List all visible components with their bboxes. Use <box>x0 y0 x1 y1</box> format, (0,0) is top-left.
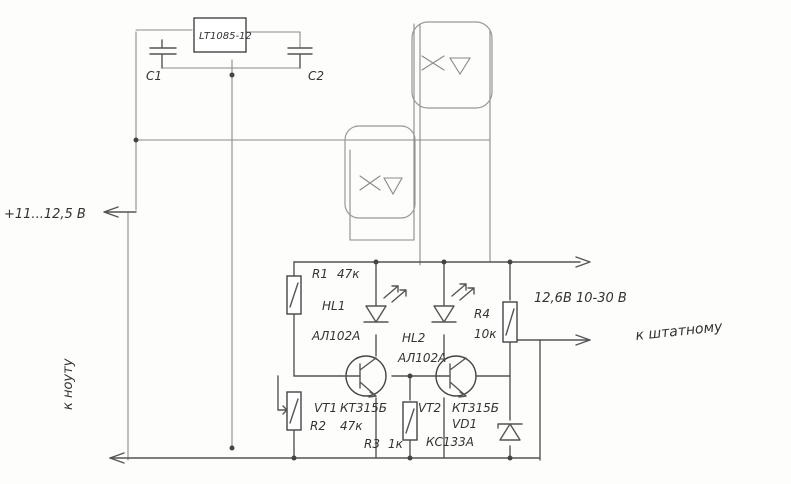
r4-ref: R4 <box>474 307 490 321</box>
vt1-ref: VT1 <box>314 401 337 415</box>
zener-vd1: VD1 КС133А <box>426 417 523 449</box>
r4-value: 10к <box>474 327 497 341</box>
vt1-part: КТ315Б <box>340 401 387 415</box>
resistor-r3: R3 1к <box>364 401 418 451</box>
laptop-label: к ноуту <box>61 358 76 410</box>
r3-ref: R3 <box>364 437 380 451</box>
vd1-ref: VD1 <box>452 417 477 431</box>
vt2-part: КТ315Б <box>452 401 499 415</box>
resistor-r1: R1 47к <box>286 267 360 315</box>
hl2-part: АЛ102А <box>397 351 446 365</box>
junction-dots <box>133 72 513 461</box>
r2-value: 47к <box>340 419 363 433</box>
switch-upper <box>411 21 493 109</box>
capacitor-c2: C2 <box>287 47 324 83</box>
led-hl1: HL1 АЛ102А <box>311 285 407 343</box>
r1-value: 47к <box>337 267 360 281</box>
switch-lower <box>344 125 416 219</box>
hl2-ref: HL2 <box>402 331 425 345</box>
resistor-r4: R4 10к <box>474 301 518 343</box>
input-label: +11...12,5 В <box>4 207 86 222</box>
transistor-vt2: VT2 КТ315Б <box>418 355 499 415</box>
c1-label: C1 <box>146 69 162 83</box>
wiring <box>109 23 591 464</box>
r3-value: 1к <box>388 437 404 451</box>
input-terminal: +11...12,5 В <box>4 206 137 222</box>
regulator-block: LT1085-12 <box>193 17 252 53</box>
output-destination-label: к штатному <box>635 319 724 344</box>
potentiometer-r2: R2 47к <box>277 391 363 433</box>
regulator-label: LT1085-12 <box>199 31 252 42</box>
r1-ref: R1 <box>312 267 328 281</box>
vt2-ref: VT2 <box>418 401 441 415</box>
capacitor-c1: C1 <box>146 39 177 83</box>
transistor-vt1: VT1 КТ315Б <box>314 355 387 415</box>
vd1-part: КС133А <box>426 435 474 449</box>
output-voltage-label: 12,6В 10-30 В <box>534 291 627 306</box>
led-hl2: HL2 АЛ102А <box>397 283 475 365</box>
r2-ref: R2 <box>310 419 326 433</box>
hl1-part: АЛ102А <box>311 329 360 343</box>
hl1-ref: HL1 <box>322 299 345 313</box>
c2-label: C2 <box>308 69 324 83</box>
